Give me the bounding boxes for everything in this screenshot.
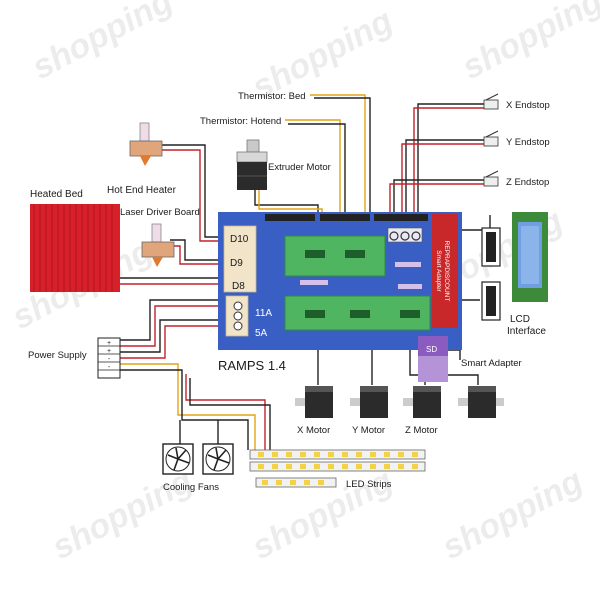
smart-adapter bbox=[481, 227, 501, 321]
extruder-motor-label: Extruder Motor bbox=[268, 162, 331, 173]
amp-11-label: 11A bbox=[255, 308, 272, 319]
led-strip-bottom bbox=[255, 477, 337, 488]
z-motor bbox=[403, 386, 441, 418]
lcd-interface-label-2: Interface bbox=[507, 326, 546, 337]
heated-bed-label: Heated Bed bbox=[30, 189, 83, 200]
sd-label: SD bbox=[426, 345, 437, 354]
wire-laser bbox=[170, 239, 230, 261]
ramps-label: RAMPS 1.4 bbox=[218, 358, 286, 373]
wire-thermistor-hotend-2 bbox=[288, 123, 346, 228]
z-endstop bbox=[483, 170, 499, 187]
wire-led bbox=[185, 374, 266, 450]
smart-adapter-label: Smart Adapter bbox=[461, 358, 522, 369]
laser-driver-board-label: Laser Driver Board bbox=[120, 207, 200, 218]
wire-hotend-heater bbox=[160, 144, 230, 238]
lcd-interface bbox=[512, 212, 548, 302]
ramps-board bbox=[218, 212, 462, 382]
watermark: shopping bbox=[436, 462, 589, 567]
cooling-fan-right bbox=[202, 443, 234, 475]
x-motor bbox=[295, 386, 333, 418]
z-motor-label: Z Motor bbox=[405, 425, 438, 436]
led-strips-label: LED Strips bbox=[346, 479, 392, 490]
watermark: shopping bbox=[26, 0, 179, 87]
extruder-motor bbox=[236, 139, 268, 190]
hot-end-heater bbox=[129, 122, 163, 166]
hot-end-heater-label: Hot End Heater bbox=[107, 185, 177, 196]
cooling-fan-left bbox=[162, 443, 194, 475]
wire-psu bbox=[120, 299, 232, 341]
cooling-fans-label: Cooling Fans bbox=[163, 482, 219, 493]
lcd-interface-label-1: LCD bbox=[510, 314, 530, 325]
y-motor bbox=[350, 386, 388, 418]
power-supply: + + - - bbox=[97, 337, 121, 379]
d10-label: D10 bbox=[230, 234, 249, 245]
x-endstop-label: X Endstop bbox=[506, 100, 550, 111]
wire-laser-2 bbox=[170, 245, 230, 265]
wire-led-2 bbox=[189, 378, 271, 450]
watermark: shopping bbox=[456, 0, 600, 87]
extruder-2-motor bbox=[458, 386, 504, 418]
y-endstop-label: Y Endstop bbox=[506, 137, 550, 148]
led-strip-middle bbox=[249, 461, 426, 472]
x-motor-label: X Motor bbox=[297, 425, 330, 436]
wire-psu-2 bbox=[120, 305, 232, 347]
svg-text:+: + bbox=[107, 348, 111, 355]
x-endstop bbox=[483, 93, 499, 110]
wire-fans-2 bbox=[120, 369, 249, 450]
watermark: shopping bbox=[246, 462, 399, 567]
wire-thermistor-bed bbox=[310, 94, 366, 228]
wire-hotend-heater-2 bbox=[160, 149, 230, 242]
adapter-text-1: REPRAPDISCOUNT bbox=[443, 241, 450, 302]
z-endstop-label: Z Endstop bbox=[506, 177, 549, 188]
y-motor-label: Y Motor bbox=[352, 425, 385, 436]
amp-5-label: 5A bbox=[255, 328, 268, 339]
y-endstop bbox=[483, 130, 499, 147]
wire-psu-3 bbox=[120, 319, 232, 353]
wire-y-endstop bbox=[405, 139, 484, 228]
wire-x-endstop-2 bbox=[413, 107, 484, 228]
wire-fans bbox=[120, 363, 256, 450]
wire-y-endstop-2 bbox=[401, 143, 484, 228]
heated-bed bbox=[30, 204, 120, 292]
thermistor-hotend-label: Thermistor: Hotend bbox=[200, 116, 281, 127]
d9-label: D9 bbox=[230, 258, 243, 269]
svg-text:-: - bbox=[108, 364, 111, 371]
svg-text:-: - bbox=[108, 356, 111, 363]
wire-thermistor-bed-2 bbox=[314, 97, 371, 228]
thermistor-bed-label: Thermistor: Bed bbox=[238, 91, 306, 102]
laser-driver-board bbox=[141, 223, 175, 267]
wire-psu-4 bbox=[120, 325, 232, 359]
svg-text:+: + bbox=[107, 340, 111, 347]
power-supply-label: Power Supply bbox=[28, 350, 87, 361]
d8-label: D8 bbox=[232, 281, 245, 292]
adapter-text-2: Smart Adapter bbox=[435, 250, 442, 292]
wire-x-endstop bbox=[417, 103, 484, 228]
watermark: shopping bbox=[46, 462, 199, 567]
led-strip-top bbox=[249, 449, 426, 460]
wire-thermistor-hotend bbox=[285, 119, 341, 228]
